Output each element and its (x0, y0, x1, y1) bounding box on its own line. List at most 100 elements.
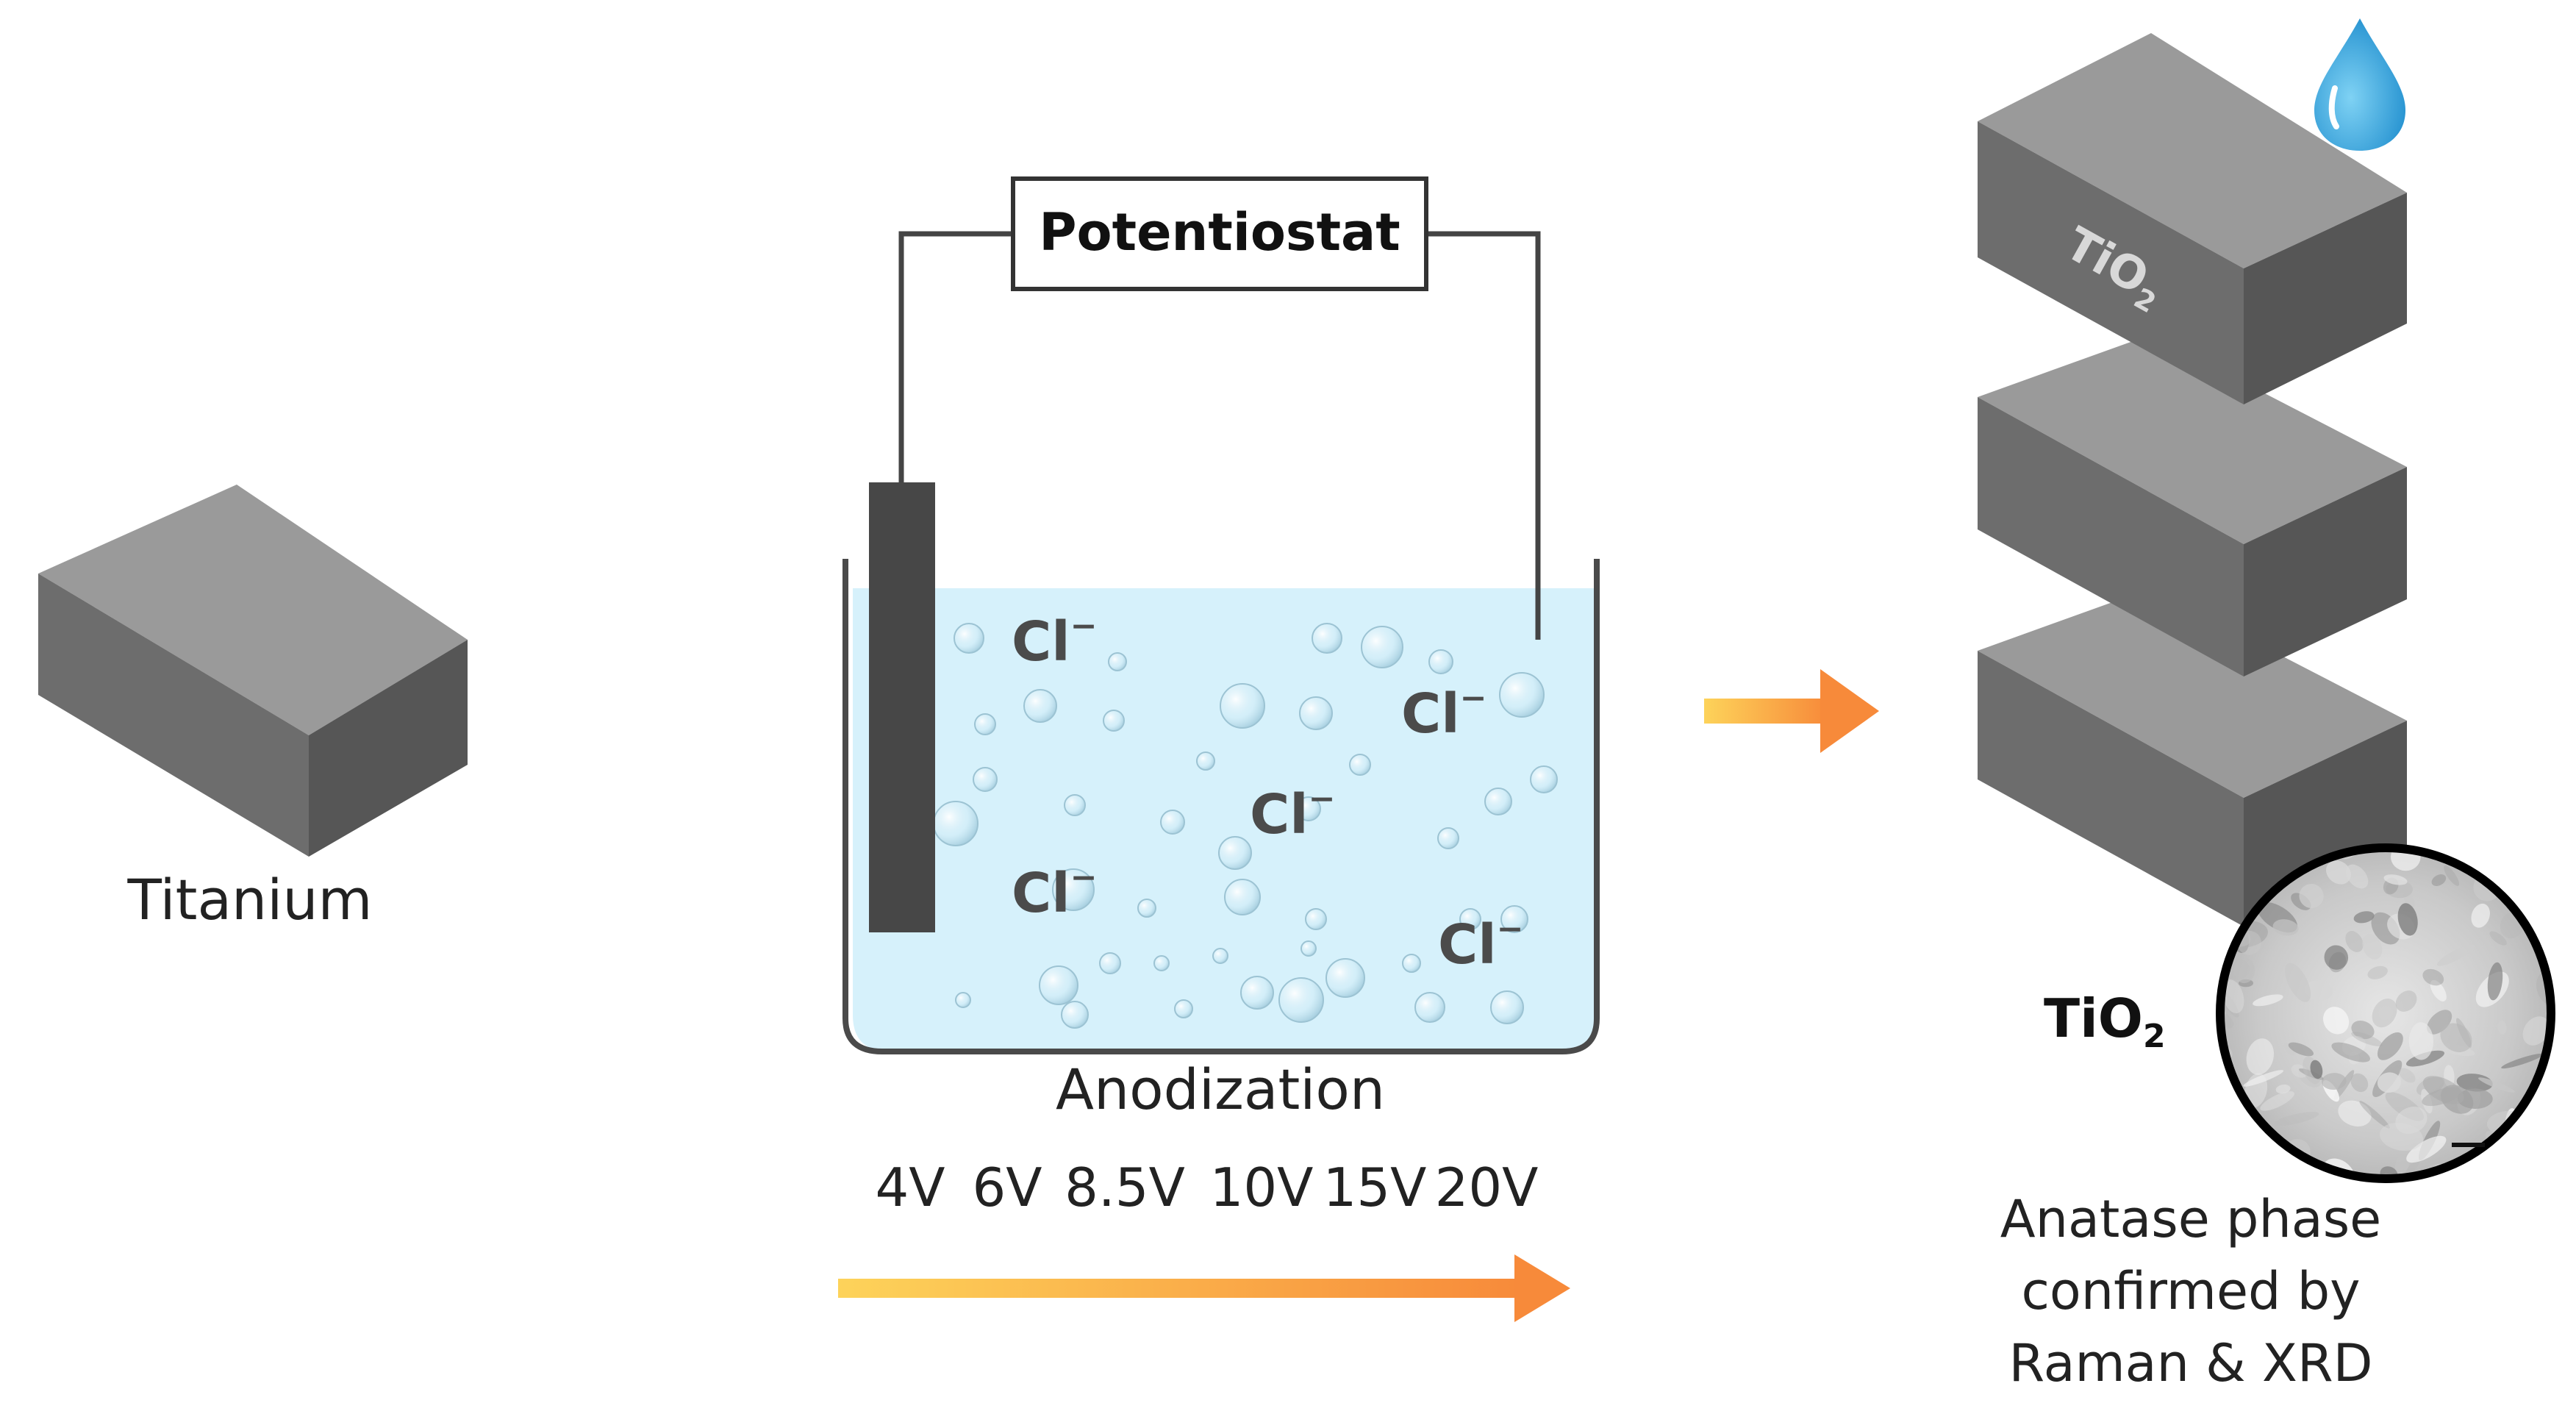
sem-grain (2321, 1073, 2347, 1090)
sem-grain (2489, 931, 2507, 946)
sem-grain (2372, 998, 2397, 1028)
titanium-block-left (38, 574, 309, 857)
process-arrow (1704, 669, 1879, 753)
gas-bubbles (933, 623, 1558, 1029)
sem-grain (2351, 1021, 2375, 1040)
bubble (1220, 683, 1265, 729)
chloride-ion: Cl− (1401, 679, 1487, 746)
bubble (954, 623, 984, 654)
sem-grain (2310, 1060, 2323, 1079)
sem-grain (2379, 1122, 2424, 1151)
bubble (973, 767, 998, 792)
sem-grain (2220, 1143, 2253, 1169)
sem-grain (2253, 994, 2283, 1007)
chloride-ion: Cl− (1250, 780, 1336, 846)
sem-grain (2471, 903, 2490, 928)
sem-grain (2246, 1038, 2275, 1075)
bubble (1224, 879, 1261, 915)
sem-grain (2283, 1043, 2296, 1056)
wire-left (898, 231, 1013, 485)
bubble (1052, 868, 1095, 911)
bubble (1499, 672, 1545, 718)
sem-grain (2406, 1135, 2447, 1163)
titanium-block (38, 485, 468, 857)
tio2-block-top: TiO2 (1978, 33, 2407, 404)
bubble (1296, 796, 1321, 821)
sem-grain (2221, 991, 2239, 1018)
bubble (1160, 810, 1185, 835)
water-droplet-icon (2314, 18, 2405, 151)
sem-grain (2220, 1149, 2228, 1165)
bubble (933, 801, 978, 846)
sem-micrograph-inset (2216, 843, 2555, 1183)
sem-grain (2383, 874, 2408, 885)
bubble (1103, 710, 1125, 732)
sem-grain (2494, 1146, 2533, 1160)
sem-grain (2324, 945, 2349, 970)
sem-grain (2331, 1042, 2370, 1063)
bubble (1212, 948, 1228, 964)
bubble (1061, 1001, 1089, 1029)
sem-grain (2359, 1101, 2390, 1129)
caption-line: Raman & XRD (2008, 1333, 2372, 1393)
sem-grain (2328, 951, 2347, 973)
bubble (1437, 827, 1459, 849)
bubble (1039, 965, 1078, 1005)
bubble (1459, 908, 1481, 930)
sem-grain (2457, 1088, 2493, 1110)
tio2-block-middle (1978, 335, 2407, 676)
bubble (1361, 626, 1403, 668)
bubble (1490, 990, 1524, 1024)
bubble (1278, 977, 1324, 1023)
sem-grain (2260, 1091, 2294, 1111)
voltage-value: 20V (1435, 1157, 1539, 1218)
sem-grain (2397, 903, 2418, 936)
electrochemical-cell: Potentiostat Cl− Cl− Cl− Cl− Cl− (842, 176, 1600, 1054)
sem-grain (2220, 1107, 2241, 1133)
sem-grain (2527, 904, 2539, 918)
chloride-ion: Cl− (1012, 859, 1098, 925)
sem-grain (2491, 1151, 2515, 1179)
bubble (1299, 696, 1333, 730)
sem-grain (2341, 1035, 2366, 1056)
sem-grain (2497, 1020, 2507, 1035)
sem-grain (2399, 1068, 2416, 1083)
titanium-label: Titanium (126, 867, 372, 932)
bubble (1325, 958, 1365, 998)
sem-grain (2377, 1072, 2401, 1093)
sem-grain (2299, 883, 2324, 909)
voltage-value: 4V (875, 1157, 945, 1218)
sem-grain (2367, 965, 2388, 979)
tio2-inset-label: TiO2 (2044, 988, 2166, 1055)
sem-grain (2305, 980, 2333, 1001)
sem-grain (2422, 1087, 2461, 1107)
sem-grain (2222, 979, 2244, 1014)
tio2-stack: TiO2 (1978, 33, 2407, 926)
bubble (1428, 649, 1453, 674)
voltage-value: 8.5V (1065, 1157, 1185, 1218)
bubble (1174, 999, 1193, 1018)
voltage-value: 10V (1210, 1157, 1314, 1218)
bubble (1530, 765, 1558, 793)
caption-line: confirmed by (2021, 1261, 2360, 1321)
sem-grain (2323, 1007, 2350, 1035)
sem-grain (2244, 1073, 2268, 1108)
bubble (1305, 908, 1327, 930)
bubble (1240, 976, 1274, 1010)
voltage-list: 4V 6V 8.5V 10V 15V 20V (875, 1157, 1538, 1218)
bubble (1500, 905, 1528, 933)
bubble (1196, 751, 1215, 771)
sem-grain (2353, 911, 2375, 924)
bubble (1023, 689, 1057, 723)
bubble (1218, 836, 1252, 870)
sem-grain (2395, 990, 2417, 1012)
chloride-ion: Cl− (1438, 910, 1524, 976)
sem-grain (2405, 1159, 2420, 1176)
sem-grain (2285, 963, 2311, 1002)
bubble (1414, 992, 1445, 1023)
working-electrode (869, 482, 935, 932)
bubble (1108, 652, 1127, 671)
voltage-increase-arrow (838, 1254, 1570, 1322)
sem-grain (2220, 1137, 2242, 1172)
